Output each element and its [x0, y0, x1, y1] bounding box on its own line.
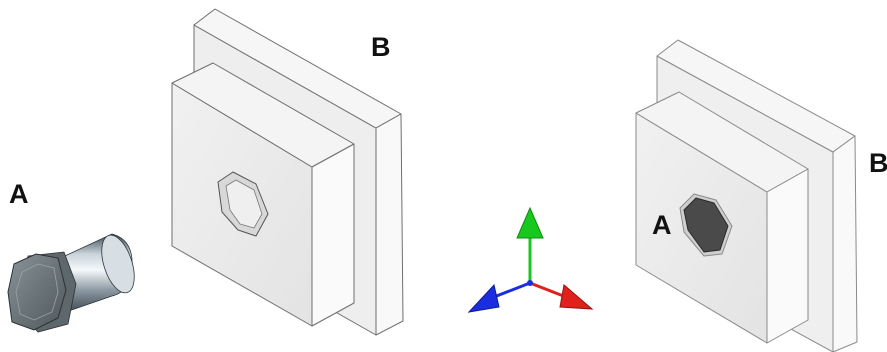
triad-x-arrow — [559, 284, 594, 310]
plate-b-right-side-face — [832, 135, 858, 352]
part-a-bolt — [7, 233, 135, 333]
coordinate-triad — [467, 206, 594, 313]
triad-z-axis — [493, 281, 531, 299]
bolt-head-face — [7, 253, 67, 331]
triad-x-axis — [529, 281, 567, 299]
part-c-plate-left — [171, 62, 355, 327]
part-c-plate-right — [635, 91, 809, 344]
triad-z-arrow — [467, 283, 500, 313]
inserted-bolt-hex-head — [683, 197, 729, 253]
hex-hole-inner — [225, 179, 263, 229]
plate-right-side-face — [766, 168, 809, 344]
plate-b-side-face — [375, 113, 404, 336]
bolt-shaft-end — [101, 234, 135, 294]
label-part-a-right: A — [652, 210, 672, 240]
triad-y-arrow — [516, 206, 544, 239]
plate-side-face — [311, 143, 355, 327]
label-part-a-left: A — [9, 179, 29, 209]
label-part-b-right: B — [869, 148, 887, 178]
label-part-b-left: B — [371, 32, 391, 62]
